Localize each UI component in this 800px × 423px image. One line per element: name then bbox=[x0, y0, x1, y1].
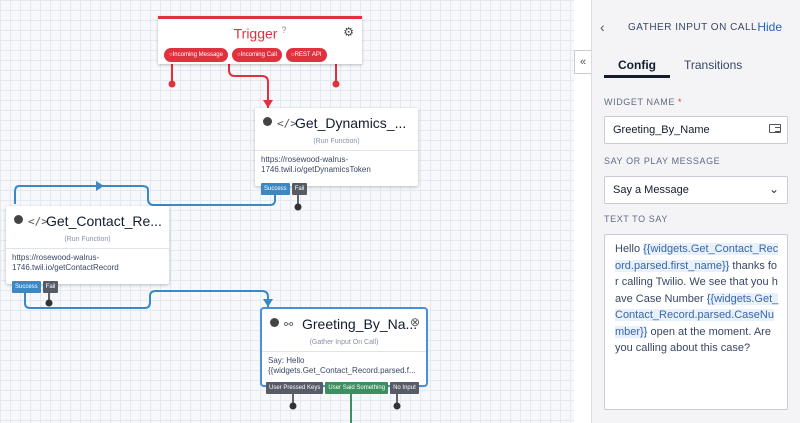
port-fail[interactable]: Fail bbox=[291, 183, 308, 195]
widget-type: (Run Function) bbox=[313, 138, 360, 145]
output-ports: Success Fail bbox=[261, 183, 308, 195]
widget-type: (Run Function) bbox=[64, 236, 111, 243]
connection-wires bbox=[14, 52, 401, 423]
chevron-down-icon: ⌄ bbox=[768, 182, 779, 196]
say-or-play-value: Say a Message bbox=[613, 184, 689, 196]
widget-get-dynamics[interactable]: </> Get_Dynamics_... (Run Function) http… bbox=[255, 108, 418, 195]
tab-config[interactable]: Config bbox=[604, 56, 670, 78]
close-icon[interactable]: ⊗ bbox=[409, 315, 420, 329]
widget-title: Get_Dynamics_... bbox=[295, 115, 407, 131]
port-fail[interactable]: Fail bbox=[42, 281, 59, 293]
port-success[interactable]: Success bbox=[261, 183, 290, 195]
text-to-say-input[interactable]: Hello {{widgets.Get_Contact_Record.parse… bbox=[604, 234, 788, 410]
widget-url: https://rosewood-walrus-1746.twil.io/get… bbox=[255, 150, 418, 180]
widget-name-input[interactable]: Greeting_By_Name bbox=[604, 116, 788, 144]
pill-rest-api[interactable]: REST API bbox=[285, 48, 327, 62]
link-icon: ⚯ bbox=[284, 318, 294, 331]
widget-say-text: Say: Hello {{widgets.Get_Contact_Record.… bbox=[262, 351, 426, 381]
widget-greeting-by-name[interactable]: ⚯ Greeting_By_Na... ⊗ (Gather Input On C… bbox=[260, 307, 428, 394]
port-success[interactable]: Success bbox=[12, 281, 41, 293]
trigger-widget[interactable]: Trigger ? ⚙ Incoming Message Incoming Ca… bbox=[158, 16, 362, 64]
widget-name-value: Greeting_By_Name bbox=[613, 124, 710, 136]
pill-incoming-call[interactable]: Incoming Call bbox=[231, 48, 282, 62]
widget-title: Greeting_By_Na... bbox=[302, 316, 418, 332]
widget-name-label: WIDGET NAME * bbox=[604, 97, 683, 107]
drag-handle[interactable] bbox=[270, 318, 279, 327]
chevron-left-icon[interactable]: ‹ bbox=[600, 19, 605, 35]
port-user-pressed-keys[interactable]: User Pressed Keys bbox=[266, 382, 324, 394]
code-icon: </> bbox=[277, 117, 297, 130]
panel-title: GATHER INPUT ON CALL bbox=[628, 22, 758, 33]
port-no-input[interactable]: No Input bbox=[390, 382, 419, 394]
id-card-icon bbox=[769, 124, 781, 133]
hide-link[interactable]: Hide bbox=[757, 20, 782, 34]
text-to-say-label: TEXT TO SAY bbox=[604, 214, 668, 224]
config-panel: ‹ GATHER INPUT ON CALL Hide Config Trans… bbox=[591, 0, 800, 423]
drag-handle[interactable] bbox=[263, 117, 272, 126]
say-or-play-label: SAY OR PLAY MESSAGE bbox=[604, 156, 721, 166]
port-user-said-something[interactable]: User Said Something bbox=[325, 382, 389, 394]
drag-handle[interactable] bbox=[14, 215, 23, 224]
trigger-pills: Incoming Message Incoming Call REST API bbox=[164, 48, 327, 62]
output-ports: Success Fail bbox=[12, 281, 59, 293]
pill-incoming-message[interactable]: Incoming Message bbox=[164, 48, 228, 62]
widget-get-contact[interactable]: </> Get_Contact_Re... (Run Function) htt… bbox=[6, 206, 169, 293]
widget-title: Get_Contact_Re... bbox=[46, 213, 162, 229]
output-ports: User Pressed Keys User Said Something No… bbox=[266, 382, 419, 394]
collapse-panel-button[interactable]: « bbox=[574, 50, 591, 74]
widget-type: (Gather Input On Call) bbox=[309, 339, 379, 346]
widget-url: https://rosewood-walrus-1746.twil.io/get… bbox=[6, 248, 169, 278]
help-icon[interactable]: ? bbox=[281, 25, 287, 35]
panel-tabs: Config Transitions bbox=[604, 56, 800, 78]
trigger-title: Trigger ? bbox=[233, 25, 287, 42]
tab-transitions[interactable]: Transitions bbox=[684, 58, 743, 72]
say-or-play-select[interactable]: Say a Message ⌄ bbox=[604, 176, 788, 204]
code-icon: </> bbox=[28, 215, 48, 228]
gear-icon[interactable]: ⚙ bbox=[343, 25, 354, 39]
flow-canvas[interactable]: Trigger ? ⚙ Incoming Message Incoming Ca… bbox=[0, 0, 574, 423]
